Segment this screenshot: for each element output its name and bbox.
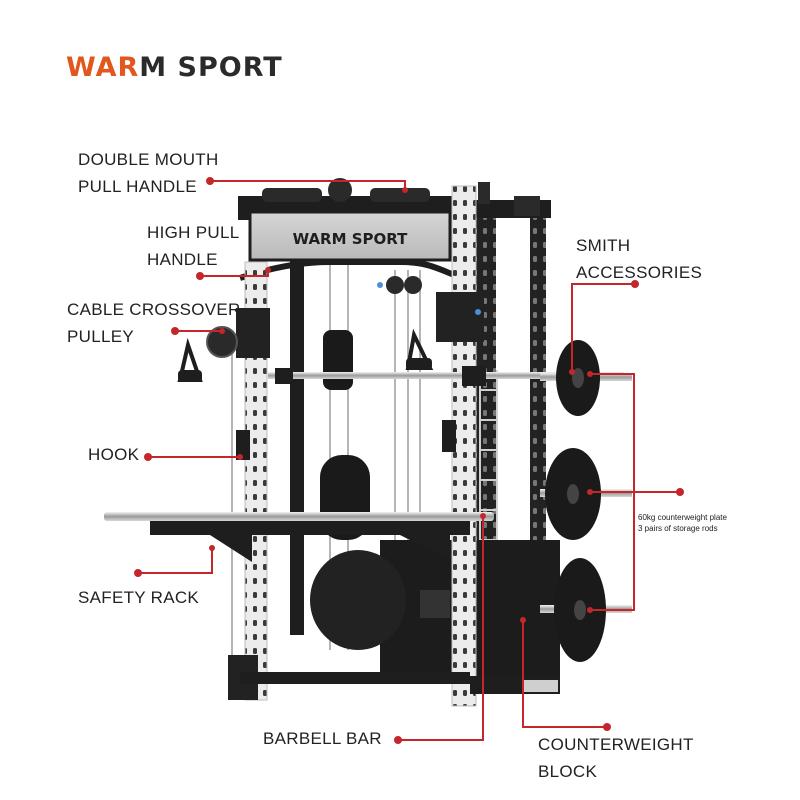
brand-logo-part2: M: [139, 52, 168, 83]
label-double-mouth-pull-handle: DOUBLE MOUTH PULL HANDLE: [78, 146, 219, 200]
label-high-pull-handle: HIGH PULL HANDLE: [147, 219, 239, 273]
hooks: [236, 420, 456, 460]
smith-bar: [268, 366, 624, 386]
label-counterweight-block: COUNTERWEIGHT BLOCK: [538, 731, 694, 785]
label-smith-accessories: SMITH ACCESSORIES: [576, 232, 702, 286]
barbell-bar-shape: [104, 512, 494, 521]
label-cable-crossover-pulley: CABLE CROSSOVER PULLEY: [67, 296, 241, 350]
top-pulleys: [377, 276, 422, 294]
label-barbell-bar: BARBELL BAR: [263, 729, 382, 748]
label-cw-line1: COUNTERWEIGHT: [538, 735, 694, 754]
label-cw-line2: BLOCK: [538, 762, 598, 781]
label-cable-line1: CABLE CROSSOVER: [67, 300, 241, 319]
weight-plates: [545, 340, 606, 662]
label-double-mouth-line2: PULL HANDLE: [78, 177, 197, 196]
label-high-pull-line1: HIGH PULL: [147, 223, 240, 242]
high-pull-bar: [239, 259, 464, 281]
cable-pulley-left: [177, 308, 270, 382]
label-plate-note-line2: 3 pairs of storage rods: [638, 524, 718, 533]
label-hook: HOOK: [88, 445, 140, 464]
label-safety-rack: SAFETY RACK: [78, 588, 200, 607]
brand-logo: WARM SPORT: [66, 52, 283, 83]
brand-logo-part1: WAR: [66, 52, 140, 83]
label-high-pull-line2: HANDLE: [147, 250, 218, 269]
top-crossbar: WARM SPORT: [238, 178, 540, 262]
label-plate-note: 60kg counterweight plate 3 pairs of stor…: [638, 512, 727, 534]
callout-dots: [134, 177, 684, 744]
cable-pulley-right: [405, 292, 484, 370]
panel-brand-text: WARM SPORT: [293, 230, 409, 248]
left-upright: [228, 261, 268, 701]
base-frame: [240, 672, 560, 694]
label-double-mouth-line1: DOUBLE MOUTH: [78, 150, 219, 169]
label-cable-line2: PULLEY: [67, 327, 135, 346]
label-smith-line1: SMITH: [576, 236, 631, 255]
label-plate-note-line1: 60kg counterweight plate: [638, 513, 727, 522]
label-smith-line2: ACCESSORIES: [576, 263, 703, 282]
safety-rack-shape: [150, 517, 470, 562]
brand-logo-part3: SPORT: [167, 52, 283, 83]
